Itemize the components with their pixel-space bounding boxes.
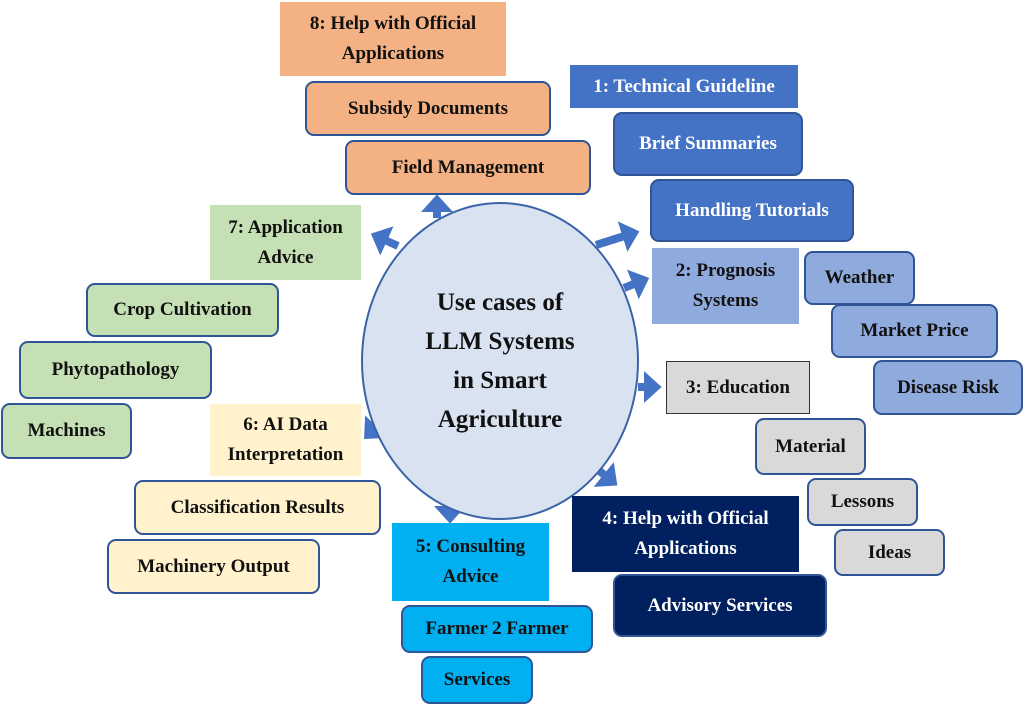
category-7-title-line: Advice bbox=[257, 246, 314, 268]
category-1-header: 1: Technical Guideline bbox=[570, 65, 798, 108]
item-label: Lessons bbox=[830, 491, 895, 512]
item-label: Material bbox=[775, 435, 846, 457]
item-label: Classification Results bbox=[170, 496, 345, 518]
category-8-title-line: Applications bbox=[341, 43, 445, 64]
item-label: Brief Summaries bbox=[639, 133, 777, 154]
category-3-item-material: Material bbox=[755, 418, 866, 475]
item-label: Field Management bbox=[391, 156, 545, 178]
category-1-item-handling-tutorials: Handling Tutorials bbox=[650, 179, 854, 242]
item-label: Machinery Output bbox=[137, 555, 290, 577]
category-5-item-farmer-2-farmer: Farmer 2 Farmer bbox=[401, 605, 593, 653]
category-2-item-weather: Weather bbox=[804, 251, 915, 305]
category-8-item-field-management: Field Management bbox=[345, 140, 591, 195]
category-3-item-ideas: Ideas bbox=[834, 529, 945, 576]
category-8-item-subsidy-documents: Subsidy Documents bbox=[305, 81, 551, 136]
item-label: Ideas bbox=[867, 541, 912, 563]
category-7-item-phytopathology: Phytopathology bbox=[19, 341, 212, 399]
category-4-item-advisory-services: Advisory Services bbox=[613, 574, 827, 637]
category-2-title-line: 2: Prognosis bbox=[675, 260, 776, 281]
item-label: Weather bbox=[824, 267, 895, 288]
category-5-title-line: 5: Consulting bbox=[415, 536, 526, 557]
category-6-item-machinery-output: Machinery Output bbox=[107, 539, 320, 594]
item-label: Advisory Services bbox=[647, 594, 793, 616]
category-4-title-line: 4: Help with Official bbox=[602, 508, 769, 529]
category-6-title-line: Interpretation bbox=[227, 444, 344, 465]
category-5-item-services: Services bbox=[421, 656, 533, 704]
center-line: in Smart bbox=[453, 367, 547, 394]
item-label: Disease Risk bbox=[897, 376, 999, 398]
item-label: Services bbox=[443, 669, 511, 690]
category-7-item-machines: Machines bbox=[1, 403, 132, 459]
center-line: Agriculture bbox=[437, 406, 563, 433]
category-8-title-line: 8: Help with Official bbox=[309, 13, 477, 34]
category-1-item-brief-summaries: Brief Summaries bbox=[613, 112, 803, 176]
category-3-item-lessons: Lessons bbox=[807, 478, 918, 526]
category-2-item-market-price: Market Price bbox=[831, 304, 998, 358]
category-6-item-classification-results: Classification Results bbox=[134, 480, 381, 535]
item-label: Subsidy Documents bbox=[348, 97, 508, 119]
category-3-title: 3: Education bbox=[686, 376, 790, 398]
category-4-title-line: Applications bbox=[634, 538, 737, 559]
center-topic: Use cases of LLM Systems in Smart Agricu… bbox=[361, 202, 639, 520]
arrow-to-category-1 bbox=[594, 221, 640, 252]
category-2-title-line: Systems bbox=[692, 290, 759, 311]
center-line: LLM Systems bbox=[425, 328, 575, 355]
item-label: Crop Cultivation bbox=[113, 299, 252, 320]
category-5-title-line: Advice bbox=[442, 566, 499, 587]
arrow-to-category-2 bbox=[622, 269, 650, 300]
category-7-item-crop-cultivation: Crop Cultivation bbox=[86, 283, 279, 337]
item-label: Farmer 2 Farmer bbox=[425, 618, 569, 639]
item-label: Handling Tutorials bbox=[675, 199, 829, 221]
center-line: Use cases of bbox=[436, 289, 564, 316]
category-2-item-disease-risk: Disease Risk bbox=[873, 360, 1023, 415]
arrow-to-category-7 bbox=[370, 226, 400, 256]
category-6-title-line: 6: AI Data bbox=[243, 414, 328, 435]
category-3-header: 3: Education bbox=[666, 361, 810, 414]
item-label: Market Price bbox=[860, 320, 969, 341]
category-7-title-line: 7: Application bbox=[228, 216, 343, 238]
item-label: Phytopathology bbox=[51, 359, 180, 380]
item-label: Machines bbox=[27, 420, 106, 441]
category-1-title: 1: Technical Guideline bbox=[593, 75, 775, 97]
